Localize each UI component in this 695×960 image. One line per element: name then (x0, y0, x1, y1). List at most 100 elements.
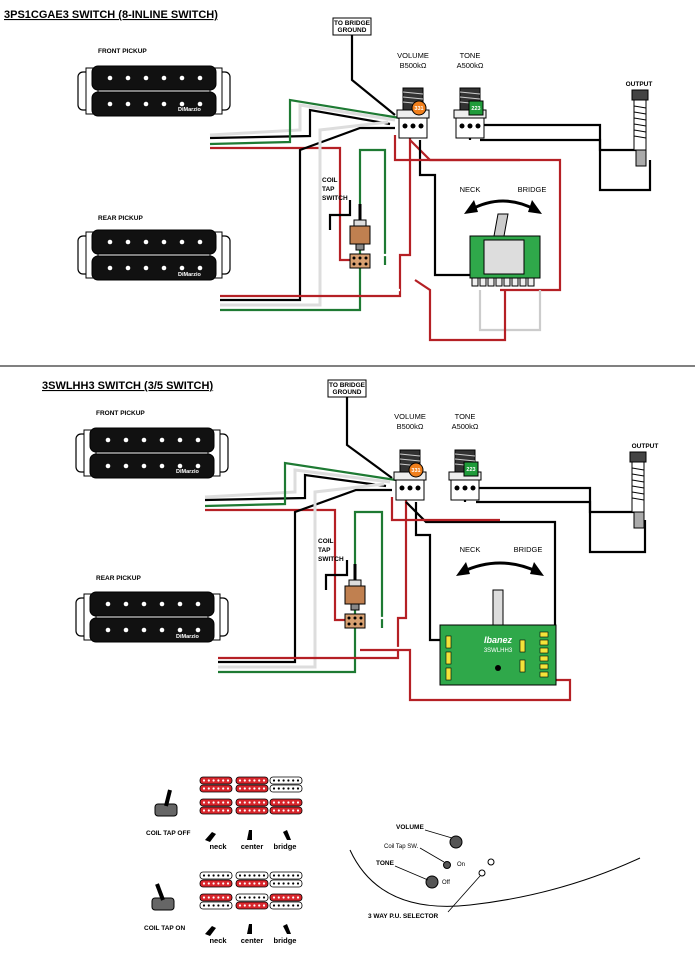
legend-pole (253, 874, 256, 877)
legend-coil (199, 798, 233, 807)
legend-coil (269, 806, 303, 815)
legend-pole (248, 896, 251, 899)
legend-pole (287, 809, 290, 812)
legend-pole (287, 882, 290, 885)
bridge-ground-label-1a: TO BRIDGE (334, 20, 371, 27)
legend-pole (238, 874, 242, 877)
legend-pole (253, 904, 256, 907)
legend-pole (292, 787, 295, 790)
tone-value-1: A500kΩ (457, 61, 484, 70)
legend-pole (217, 787, 220, 790)
output-jack-2 (629, 451, 647, 529)
legend-pole (277, 801, 280, 804)
legend-pole (248, 904, 251, 907)
legend-pole (292, 779, 295, 782)
legend-pole (226, 874, 230, 877)
legend-coil (269, 879, 303, 888)
legend-pole (272, 874, 276, 877)
legend-pole (217, 801, 220, 804)
bridge-ground-label-2a: TO BRIDGE (329, 382, 366, 389)
legend-pole (258, 874, 261, 877)
layout-coil-tap-switch (443, 861, 451, 869)
layout-selector-b (487, 858, 495, 866)
legend-pole (296, 882, 300, 885)
legend-coil (235, 798, 269, 807)
legend-pole (277, 904, 280, 907)
legend-coil (235, 784, 269, 793)
volume-cap-text-1: 331 (414, 106, 423, 112)
rear-pickup-label-1: REAR PICKUP (98, 215, 143, 222)
legend-pole (222, 904, 225, 907)
legend-pole (217, 896, 220, 899)
legend-pole (287, 904, 290, 907)
layout-selector-label: 3 WAY P.U. SELECTOR (368, 913, 439, 920)
legend-pole (238, 809, 242, 812)
tone-cap-1 (468, 100, 484, 116)
legend-pole (272, 904, 276, 907)
legend-pole (207, 904, 210, 907)
legend-pole (258, 787, 261, 790)
legend-pole (272, 801, 276, 804)
front-pickup-1 (77, 65, 231, 117)
legend-pole (282, 801, 285, 804)
legend-pole (202, 904, 206, 907)
legend-pole (296, 809, 300, 812)
legend-coils (199, 776, 303, 910)
legend-pole (277, 779, 280, 782)
legend-pole (207, 779, 210, 782)
legend-pole (253, 896, 256, 899)
legend-pole (226, 779, 230, 782)
legend-pole (202, 801, 206, 804)
legend-pole (292, 896, 295, 899)
layout-selector-a (478, 869, 486, 877)
legend-pole (238, 787, 242, 790)
legend-pole (292, 882, 295, 885)
legend-position-icons (205, 830, 291, 936)
layout-volume-knob (449, 835, 463, 849)
legend-pole (207, 801, 210, 804)
coil-tap-label-1b: TAP (322, 186, 335, 193)
coil-tap-off-legend (154, 789, 178, 817)
volume-cap-text-2: 331 (411, 468, 420, 474)
legend-pole (222, 787, 225, 790)
wiring-1 (209, 35, 652, 342)
tone-cap-2 (463, 461, 479, 477)
pos-bridge-off: bridge (274, 842, 297, 851)
legend-pole (243, 882, 246, 885)
legend-pole (253, 779, 256, 782)
legend-pole (202, 874, 206, 877)
coil-tap-lugs-2 (344, 613, 366, 629)
legend-coil (235, 901, 269, 910)
coil-tap-label-2b: TAP (318, 547, 331, 554)
legend-pole (238, 801, 242, 804)
legend-pole (207, 787, 210, 790)
legend-pole (253, 801, 256, 804)
legend-pole (282, 882, 285, 885)
legend-pole (248, 779, 251, 782)
legend-pole (287, 896, 290, 899)
layout-tone-label: TONE (376, 860, 395, 867)
legend-coil (199, 871, 233, 880)
pos-center-on: center (241, 936, 264, 945)
legend-pole (226, 787, 230, 790)
legend-pole (248, 882, 251, 885)
legend-coil (269, 901, 303, 910)
legend-pole (258, 801, 261, 804)
coil-tap-lugs-1 (349, 253, 371, 269)
legend-pole (238, 882, 242, 885)
legend-coil (199, 784, 233, 793)
pickup-brand-1a: DiMarzio (178, 107, 202, 113)
pos-center-off: center (241, 842, 264, 851)
legend-pole (212, 787, 215, 790)
legend-pole (217, 882, 220, 885)
legend-pole (296, 801, 300, 804)
output-jack-1 (631, 89, 649, 167)
volume-cap-1 (411, 100, 427, 116)
switch-model-2: 3SWLHH3 (484, 648, 513, 654)
section2-title: 3SWLHH3 SWITCH (3/5 SWITCH) (42, 380, 213, 392)
legend-pole (248, 809, 251, 812)
tone-label-2: TONE (455, 412, 476, 421)
pos-bridge-on: bridge (274, 936, 297, 945)
body-outline (349, 849, 641, 907)
bridge-label-1: BRIDGE (518, 185, 547, 194)
